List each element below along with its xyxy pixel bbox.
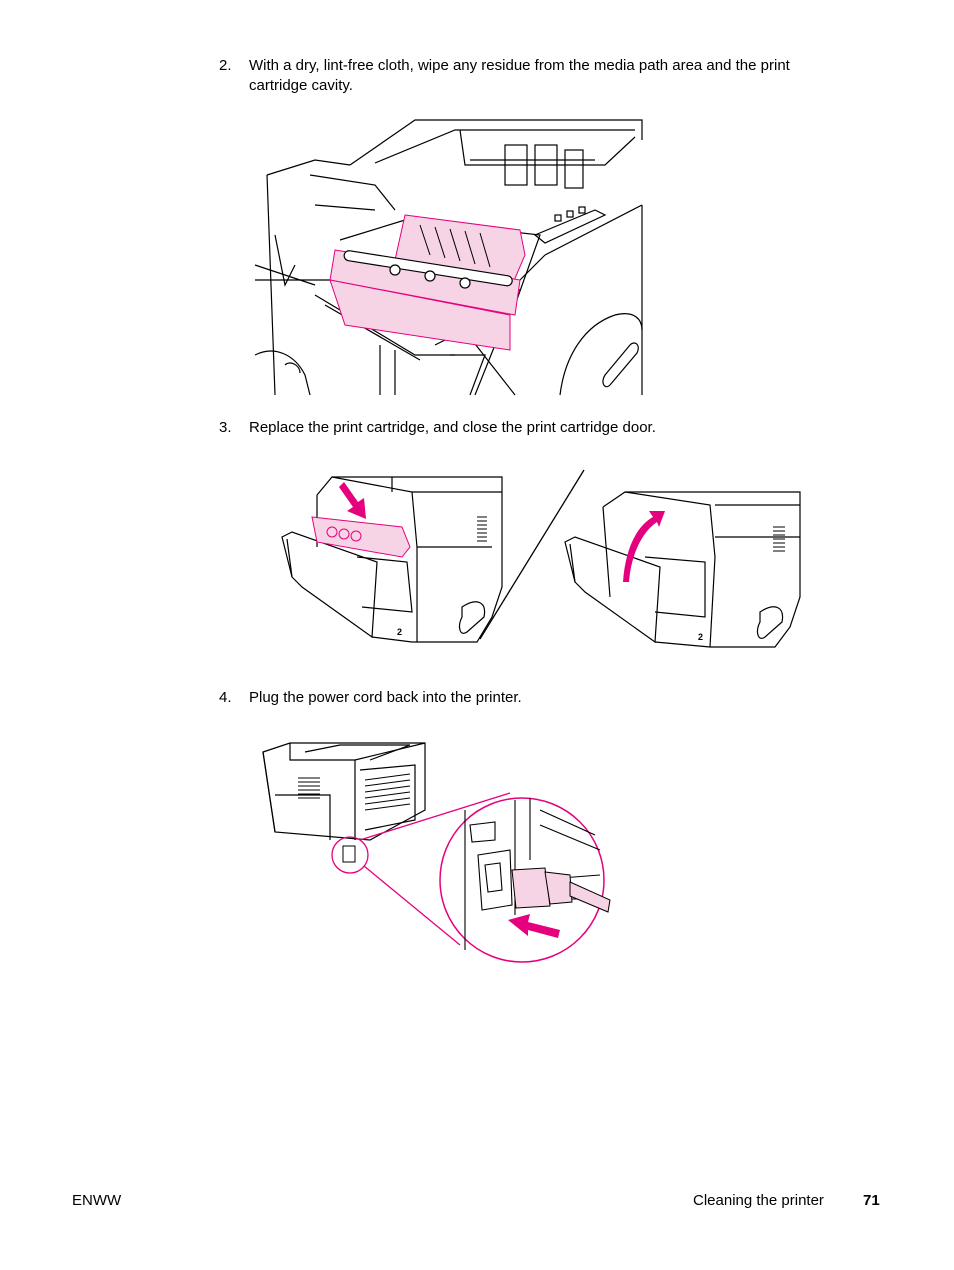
figure-media-path-cleaning: [254, 115, 643, 396]
printer-open-illustration: [254, 119, 643, 396]
printer-insert-cartridge-illustration: 2: [281, 476, 503, 643]
footer-section-title: Cleaning the printer: [693, 1192, 824, 1209]
footer-brand: ENWW: [72, 1192, 122, 1209]
step-text: Replace the print cartridge, and close t…: [249, 419, 656, 436]
figure-replace-cartridge: 2: [262, 467, 807, 650]
step-number: 4.: [219, 689, 232, 706]
magnified-socket-view: [439, 797, 611, 963]
printer-close-door-illustration: 2: [564, 491, 801, 648]
close-door-arrow-icon: [623, 511, 665, 582]
step-number: 2.: [219, 57, 232, 74]
figure-divider: [479, 469, 585, 640]
printer-model-label: 2: [698, 632, 703, 642]
printer-model-label: 2: [397, 627, 402, 637]
step-text: With a dry, lint-free cloth, wipe any re…: [249, 57, 790, 94]
insert-arrow-icon: [339, 482, 366, 519]
plug-in-arrow-icon: [508, 914, 560, 938]
step-number: 3.: [219, 419, 232, 436]
step-text: Plug the power cord back into the printe…: [249, 689, 522, 706]
socket-locator-circle: [331, 836, 369, 874]
figure-plug-power-cord: [260, 740, 620, 972]
printer-rear-illustration: [262, 742, 426, 841]
page-number: 71: [863, 1192, 880, 1209]
